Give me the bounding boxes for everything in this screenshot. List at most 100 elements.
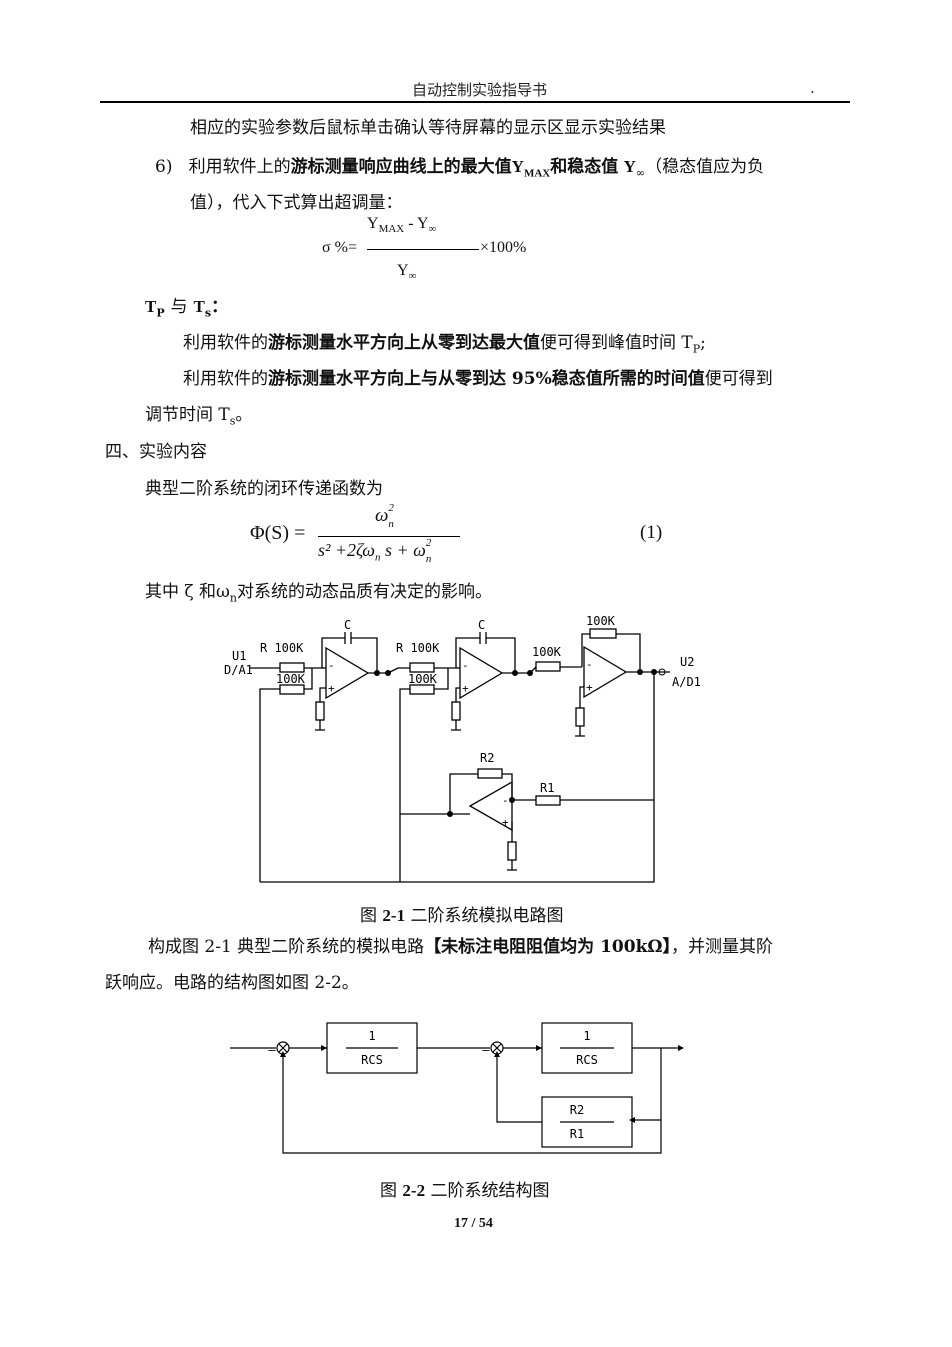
- paragraph-zeta: 其中 ζ 和ωn对系统的动态品质有决定的影响。: [145, 582, 492, 608]
- ts-t: T: [193, 297, 205, 316]
- minus-sign-1: –: [268, 1043, 276, 1057]
- formula-left: σ %=: [322, 239, 357, 256]
- block-diagram: 1 RCS 1 RCS R2 R1 – –: [230, 1022, 684, 1154]
- resistor-r1: [535, 795, 561, 806]
- resistor-r-100k-3: [409, 662, 435, 673]
- step6-text-h: （稳态值应为负: [645, 157, 765, 177]
- figure-caption-2-2: 图 2-2 二阶系统结构图: [380, 1176, 549, 1201]
- label-ad1: A/D1: [672, 675, 701, 689]
- ts-line2-c: 。: [235, 405, 253, 425]
- tp-line: 利用软件的游标测量水平方向上从零到达最大值便可得到峰值时间 TP;: [183, 333, 706, 359]
- zeta-a: 其中 ζ 和ω: [145, 582, 230, 602]
- resistor-100k-4: [409, 684, 435, 695]
- svg-text:+: +: [502, 816, 509, 829]
- step6-line2: 值），代入下式算出超调量：: [190, 193, 403, 213]
- label-c1: C: [344, 618, 351, 632]
- eq1-omega: ω: [375, 505, 389, 526]
- formula-numerator: YMAX - Y∞: [367, 215, 436, 235]
- feedback-denominator: R1: [570, 1127, 584, 1141]
- block1-denominator: RCS: [361, 1053, 383, 1067]
- opamp-2: [459, 646, 504, 700]
- tp-line-c: 便可得到峰值时间 T: [540, 333, 693, 353]
- eq1-den-b: s + ω: [385, 540, 426, 560]
- label-c2: C: [478, 618, 485, 632]
- header-dot: .: [810, 79, 815, 97]
- eq1-number: (1): [640, 522, 663, 543]
- step6-line1: 6) 利用软件上的游标测量响应曲线上的最大值YMAX和稳态值 Y∞（稳态值应为负: [155, 157, 764, 183]
- fig2-a: 图: [380, 1181, 403, 1201]
- tp-sub: P: [156, 306, 165, 320]
- minus-sign-2: –: [482, 1043, 490, 1057]
- step6-yinf-sub: ∞: [635, 166, 646, 180]
- block2-numerator: 1: [583, 1029, 590, 1043]
- denom-y: Y: [397, 262, 409, 279]
- fig1-a: 图: [360, 906, 383, 926]
- paragraph-build-line1: 构成图 2-1 典型二阶系统的模拟电路【未标注电阻阻值均为 100kΩ】，并测量…: [148, 937, 773, 957]
- step6-text-e: 和稳态值: [550, 157, 619, 177]
- ts-line-b: 游标测量水平方向上与从零到达 95%稳态值所需的时间值: [268, 369, 705, 389]
- formula-denominator: Y∞: [397, 262, 416, 282]
- zeta-c: 对系统的动态品质有决定的影响。: [236, 582, 492, 602]
- tp-and: 与: [170, 297, 188, 317]
- tp-line-b: 游标测量水平方向上从零到达最大值: [268, 333, 540, 353]
- label-100k-4: 100K: [408, 672, 438, 686]
- ts-line: 利用软件的游标测量水平方向上与从零到达 95%稳态值所需的时间值便可得到: [183, 369, 773, 389]
- opamp-3: [583, 645, 628, 699]
- numer-inf: ∞: [428, 223, 437, 236]
- numer-y: Y: [367, 215, 379, 232]
- tp-colon: ：: [211, 297, 229, 317]
- step-number: 6): [155, 157, 173, 177]
- resistor-100k-5: [535, 661, 561, 672]
- build-c: ，并测量其阶: [671, 937, 774, 957]
- capacitor-c2: [479, 632, 487, 644]
- label-100k-5: 100K: [532, 645, 562, 659]
- block1-numerator: 1: [368, 1029, 375, 1043]
- svg-text:+: +: [586, 681, 593, 694]
- paragraph-build-line2: 跃响应。电路的结构图如图 2-2。: [105, 973, 359, 993]
- tp-line-e: ;: [700, 333, 706, 353]
- eq1-fraction-bar: [318, 536, 460, 537]
- step6-text-b: 游标测量响应曲线上的最大值: [290, 157, 512, 177]
- resistor-100k-6: [589, 628, 617, 639]
- tp-ts-heading: TP 与 Ts：: [145, 297, 228, 323]
- resistor-r-100k-1: [279, 662, 305, 673]
- ts-line2-sub: s: [229, 414, 236, 428]
- ts-line2-a: 调节时间 T: [145, 405, 230, 425]
- label-u2: U2: [680, 655, 694, 669]
- header-rule: [100, 101, 850, 103]
- numer-minus-y: - Y: [408, 215, 429, 232]
- build-b: 【未标注电阻阻值均为 100kΩ】: [424, 937, 672, 957]
- svg-text:-: -: [462, 659, 469, 672]
- numer-max: MAX: [378, 223, 405, 236]
- eq1-den-sub2: n: [425, 553, 432, 565]
- label-100k-6: 100K: [586, 614, 616, 628]
- label-r1: R1: [540, 781, 554, 795]
- ts-line-c: 便可得到: [704, 369, 773, 389]
- step6-text-a: 利用软件上的: [188, 157, 291, 177]
- step6-ymax: Y: [511, 157, 524, 176]
- page-number: 17 / 54: [454, 1216, 493, 1231]
- label-100k-2: 100K: [276, 672, 306, 686]
- feedback-numerator: R2: [570, 1103, 584, 1117]
- fig2-c: 二阶系统结构图: [425, 1181, 550, 1201]
- eq1-den-sup: 2: [425, 537, 432, 549]
- figure-caption-2-1: 图 2-1 二阶系统模拟电路图: [360, 901, 563, 926]
- zeta-sub: n: [229, 591, 237, 605]
- fig1-b: 2-1: [382, 906, 406, 925]
- label-u1: U1: [232, 649, 246, 663]
- paragraph-transfer-function: 典型二阶系统的闭环传递函数为: [145, 479, 383, 499]
- eq1-phi: Φ(S) =: [250, 522, 306, 544]
- opamp-1: [325, 646, 370, 700]
- formula-fraction-bar: [367, 249, 479, 250]
- label-da1: D/A1: [224, 663, 253, 677]
- resistor-100k-2: [279, 684, 305, 695]
- svg-text:-: -: [586, 658, 593, 671]
- capacitor-c1: [344, 632, 352, 644]
- svg-text:-: -: [502, 794, 509, 807]
- block2-denominator: RCS: [576, 1053, 598, 1067]
- ts-line-a: 利用软件的: [183, 369, 268, 389]
- svg-text:+: +: [328, 682, 335, 695]
- fig1-c: 二阶系统模拟电路图: [405, 906, 564, 926]
